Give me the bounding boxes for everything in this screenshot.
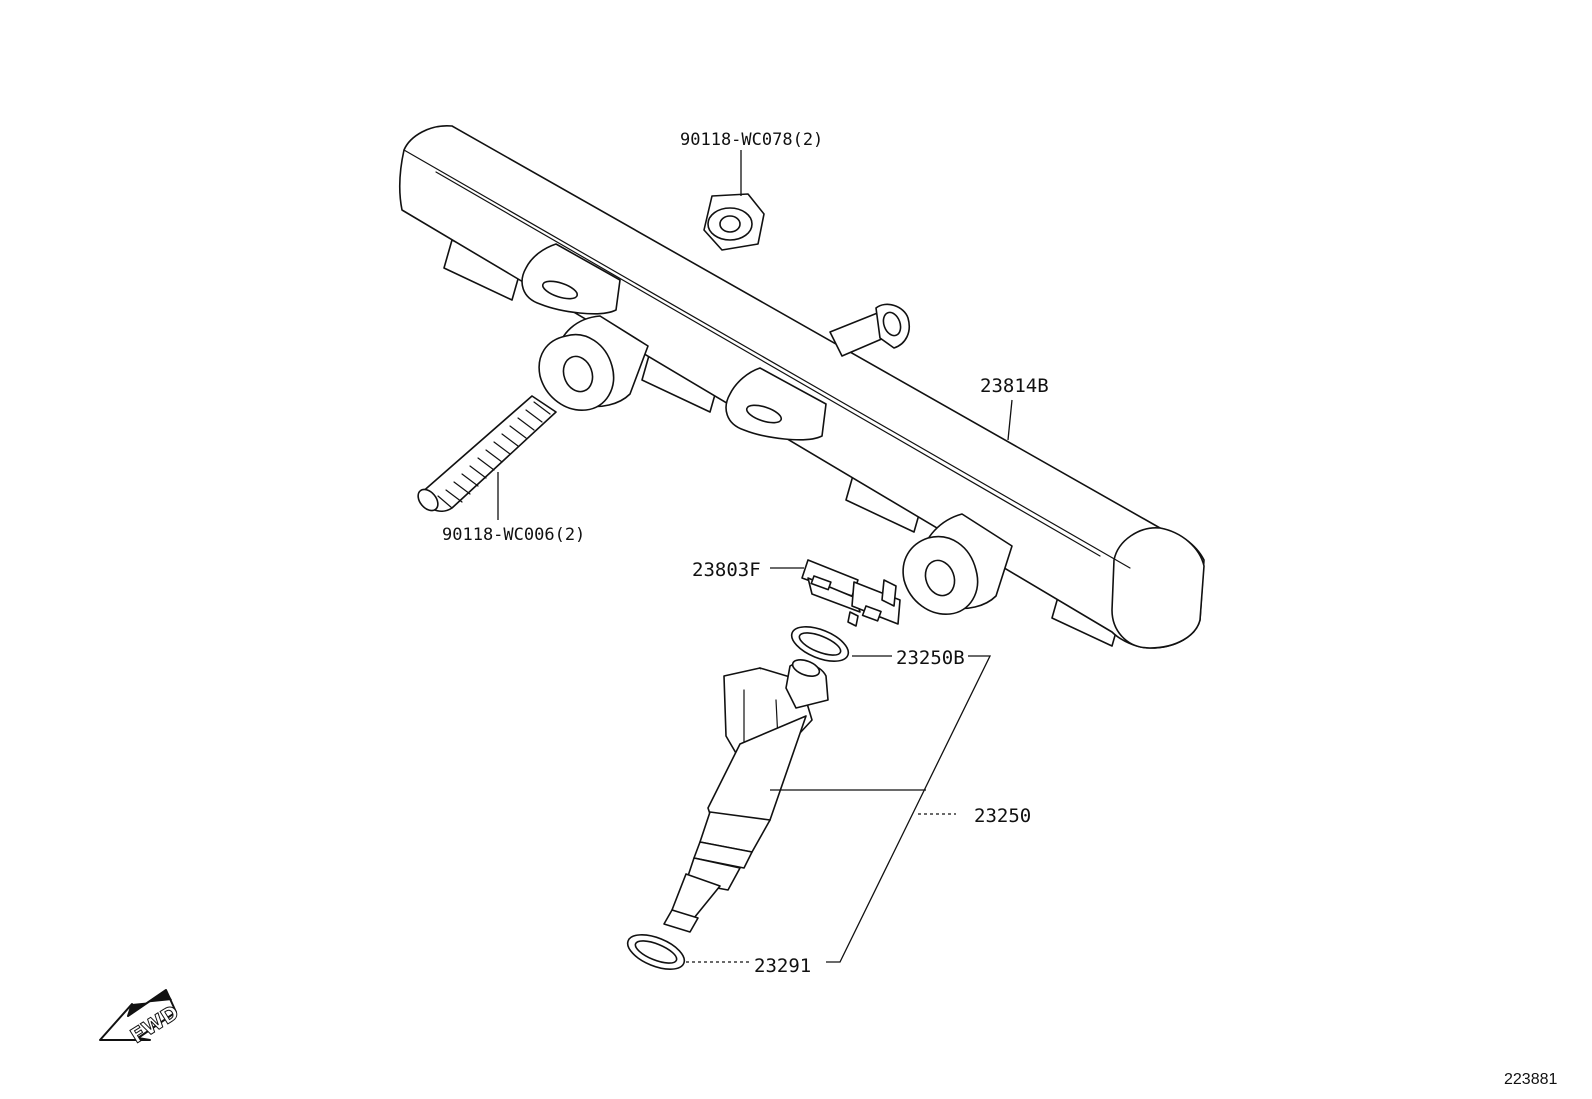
label-fuel-rail: 23814B	[980, 375, 1049, 397]
diagram-id: 223881	[1504, 1071, 1557, 1088]
arrow-down-left-icon	[99, 989, 177, 1041]
label-stud-bolt: 90118-WC006(2)	[442, 525, 585, 545]
stud-bolt[interactable]	[414, 395, 557, 514]
label-o-ring-upper: 23250B	[896, 647, 965, 669]
label-o-ring-lower: 23291	[754, 955, 811, 977]
label-fuel-injector: 23250	[974, 805, 1031, 827]
fwd-direction-arrow: FWD	[99, 989, 183, 1048]
injector-clip[interactable]	[801, 559, 901, 627]
o-ring-upper[interactable]	[787, 620, 853, 668]
o-ring-lower[interactable]	[623, 928, 689, 976]
fuel-injector[interactable]	[663, 657, 829, 933]
label-injector-clip: 23803F	[692, 559, 761, 581]
label-flange-nut: 90118-WC078(2)	[680, 130, 823, 150]
fuel-rail[interactable]	[399, 125, 1205, 649]
flange-nut[interactable]	[703, 193, 765, 251]
